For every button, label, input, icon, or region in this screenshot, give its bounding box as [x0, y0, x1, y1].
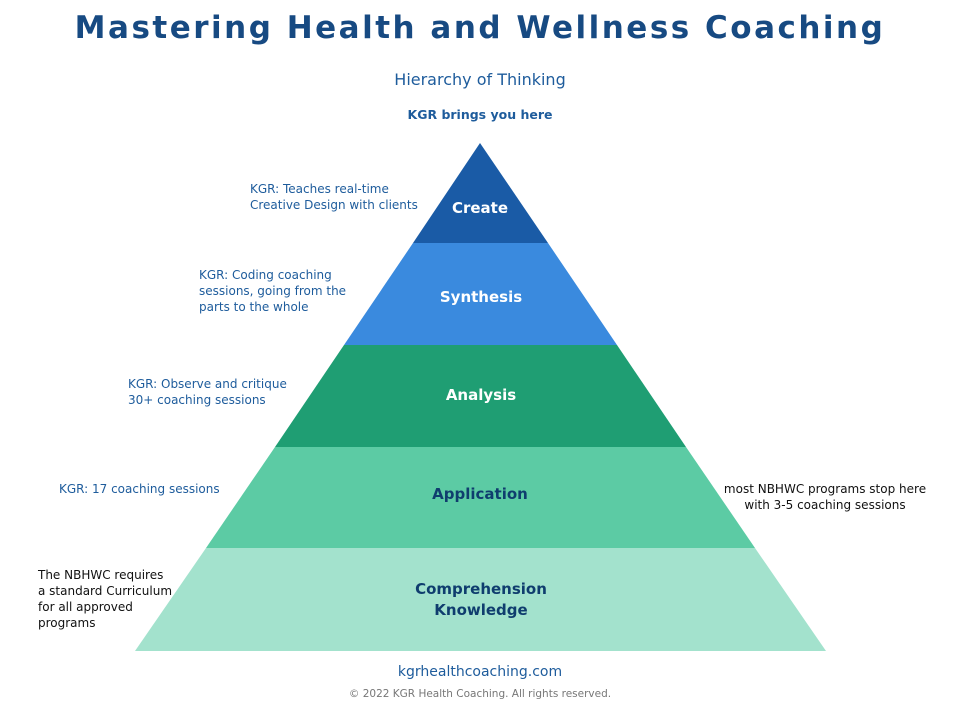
note-line: for all approved — [38, 600, 133, 614]
note-line: 30+ coaching sessions — [128, 393, 266, 407]
note-line: KGR: Coding coaching — [199, 268, 332, 282]
tier-comprehension — [135, 548, 826, 651]
note-line: programs — [38, 616, 96, 630]
note-comprehension: The NBHWC requires a standard Curriculum… — [38, 567, 172, 631]
note-synthesis: KGR: Coding coaching sessions, going fro… — [199, 267, 346, 315]
note-line: The NBHWC requires — [38, 568, 164, 582]
tier-create — [413, 143, 548, 243]
note-analysis: KGR: Observe and critique 30+ coaching s… — [128, 376, 287, 408]
tier-synthesis — [344, 243, 617, 345]
note-line: Creative Design with clients — [250, 198, 418, 212]
tier-label-analysis: Analysis — [446, 386, 516, 404]
note-create: KGR: Teaches real-time Creative Design w… — [250, 181, 418, 213]
footer-copyright: © 2022 KGR Health Coaching. All rights r… — [348, 688, 612, 700]
tier-label-create: Create — [452, 199, 508, 217]
note-line: parts to the whole — [199, 300, 309, 314]
note-line: with 3-5 coaching sessions — [744, 498, 906, 512]
page-title: Mastering Health and Wellness Coaching — [74, 10, 886, 46]
diagram-subtitle: Hierarchy of Thinking — [394, 70, 566, 89]
note-application: KGR: 17 coaching sessions — [59, 481, 220, 497]
tier-label-knowledge: Knowledge — [434, 601, 527, 619]
note-line: KGR: 17 coaching sessions — [59, 482, 220, 496]
note-line: KGR: Observe and critique — [128, 377, 287, 391]
top-note: KGR brings you here — [407, 107, 553, 122]
note-application-right: most NBHWC programs stop here with 3-5 c… — [715, 481, 935, 513]
note-line: sessions, going from the — [199, 284, 347, 298]
tier-label-synthesis: Synthesis — [440, 288, 522, 306]
tier-label-application: Application — [432, 485, 528, 503]
note-line: most NBHWC programs stop here — [723, 482, 927, 496]
tier-analysis — [275, 345, 686, 447]
note-line: a standard Curriculum — [38, 584, 173, 598]
tier-label-comprehension: Comprehension — [415, 580, 547, 598]
footer-url[interactable]: kgrhealthcoaching.com — [397, 664, 563, 680]
note-line: KGR: Teaches real-time — [250, 182, 389, 196]
tier-application — [206, 447, 755, 548]
